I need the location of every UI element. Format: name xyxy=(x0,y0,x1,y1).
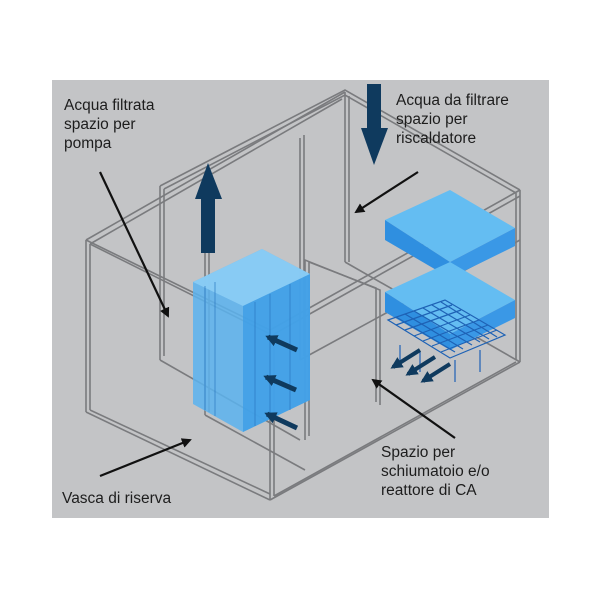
pointer-filtered-water xyxy=(99,171,170,318)
label-reserve-tank: Vasca di riserva xyxy=(62,490,172,507)
sponge-top xyxy=(385,190,515,278)
label-water-to-filter: Acqua da filtrare spazio per riscaldator… xyxy=(396,92,509,147)
flow-arrow-up-icon xyxy=(195,163,222,253)
pointer-water-to-filter xyxy=(354,171,419,214)
label-skimmer-space: Spazio per schiumatoio e/o reattore di C… xyxy=(381,444,490,499)
pointer-reserve-tank xyxy=(99,438,192,478)
filter-block xyxy=(193,249,310,432)
pointer-arrows xyxy=(99,171,456,478)
pointer-skimmer-space xyxy=(371,378,456,439)
label-filtered-water: Acqua filtrata spazio per pompa xyxy=(64,97,155,152)
flow-arrow-down-icon xyxy=(361,84,388,165)
filter-grid xyxy=(386,299,507,382)
inflow-arrows-icon xyxy=(263,334,299,431)
outflow-arrows-icon xyxy=(390,348,452,383)
